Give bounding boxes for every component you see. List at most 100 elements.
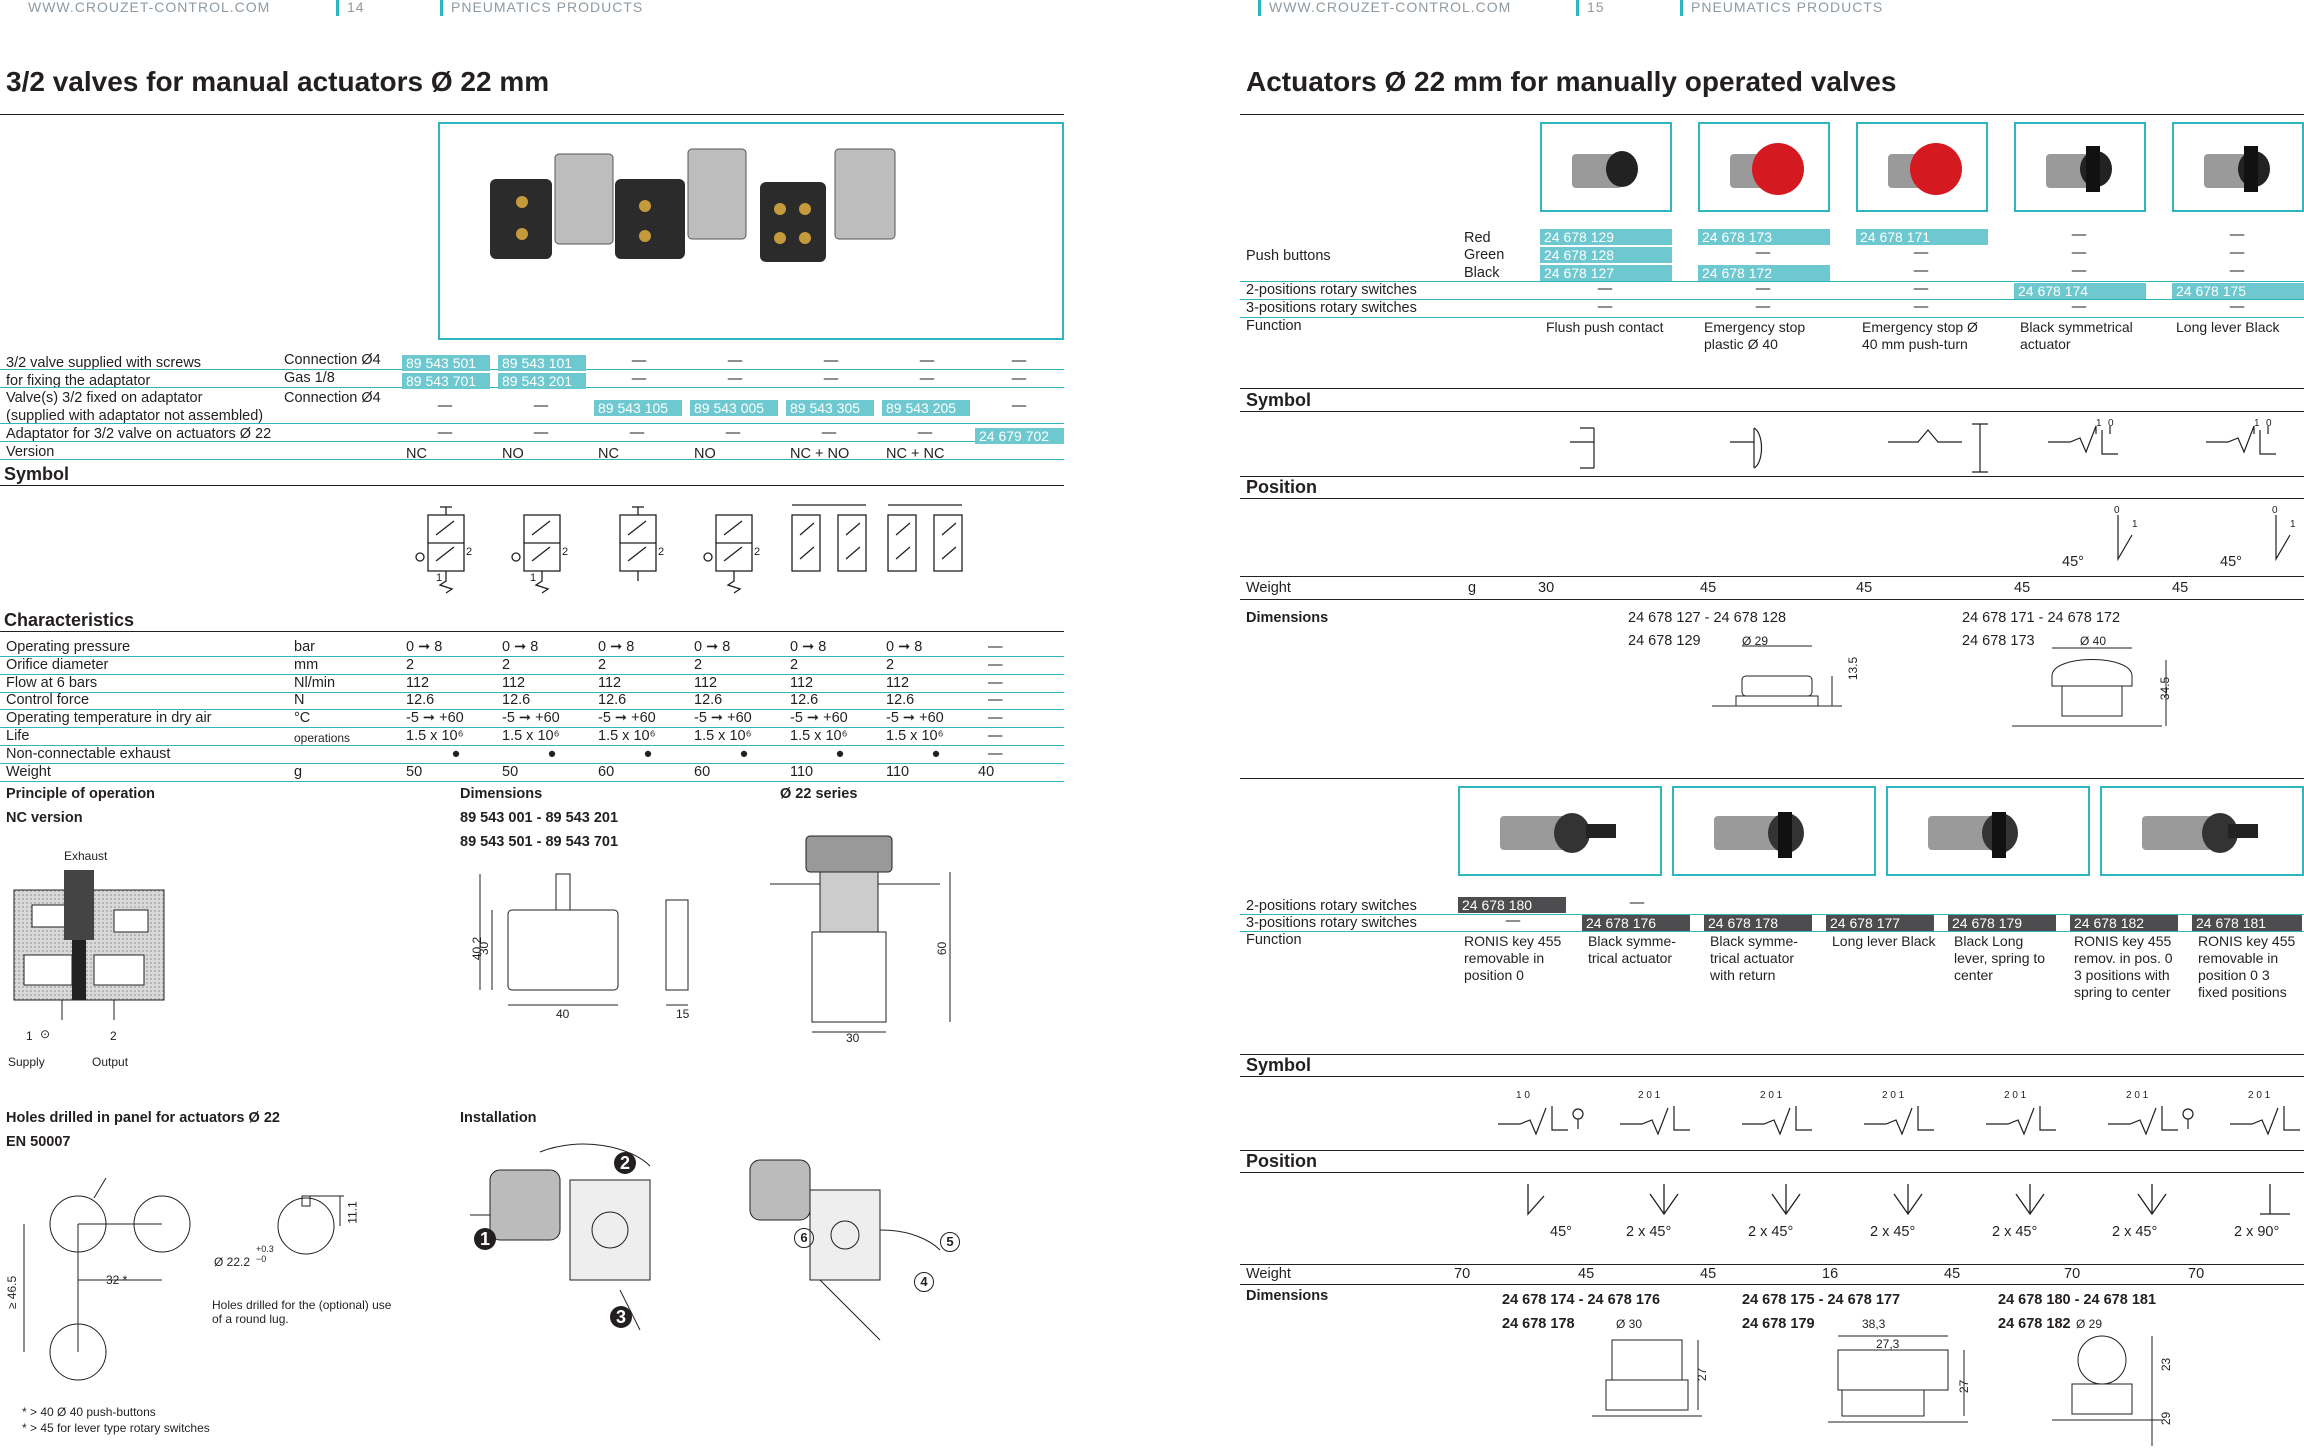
char-value: 0 ➞ 8 — [790, 639, 827, 655]
series-drawing — [770, 835, 951, 1033]
dash: — — [727, 353, 743, 369]
dim-29: Ø 29 — [2076, 1317, 2103, 1331]
char-value: ● — [451, 745, 461, 762]
output-label: Output — [92, 1055, 129, 1069]
dash: — — [919, 353, 935, 369]
dimension-drawing-a — [1712, 645, 1842, 707]
char-value: — — [988, 656, 1003, 673]
code-cell: 24 678 179 — [1948, 915, 2056, 931]
weight-unit: g — [1468, 580, 1477, 596]
char-value: 1.5 x 10⁶ — [406, 728, 464, 744]
code-cell: 24 678 182 — [2070, 915, 2178, 931]
row-label: Adaptator for 3/2 valve on actuators Ø 2… — [6, 426, 272, 442]
row-rule — [1240, 914, 2304, 915]
char-value: ● — [835, 745, 845, 762]
code-cell: 24 678 172 — [1698, 265, 1830, 281]
install-step-4: 4 — [914, 1272, 934, 1292]
dim-refs: 24 678 174 - 24 678 176 — [1502, 1292, 1661, 1308]
position-diagrams-bottom — [1527, 1184, 2290, 1216]
dim-27: 27 — [1695, 1367, 1710, 1382]
actuator-image — [1886, 786, 2090, 876]
position-value: 45° — [2062, 554, 2084, 570]
header-section: PNEUMATICS PRODUCTS — [440, 0, 643, 16]
dim-32: 32 * — [106, 1273, 128, 1287]
actuator-image — [1540, 122, 1672, 212]
dim-refs: 24 678 175 - 24 678 177 — [1742, 1292, 1901, 1308]
title-rule — [1240, 114, 2304, 115]
rule — [1240, 1150, 2304, 1151]
rule — [1240, 1076, 2304, 1077]
function-text: Long lever Black — [1832, 933, 1936, 949]
row-label: Valve(s) 3/2 fixed on adaptator — [6, 390, 203, 406]
row-rule — [0, 656, 1064, 657]
rule — [1240, 1264, 2304, 1265]
row-rule — [0, 745, 1064, 746]
svg-text:2: 2 — [466, 546, 472, 558]
version-cell: NC — [406, 446, 427, 462]
char-value: -5 ➞ +60 — [694, 710, 752, 727]
installation-drawing — [470, 1143, 941, 1341]
header-site: WWW.CROUZET-CONTROL.COM — [1258, 0, 1511, 16]
position-value: 2 x 45° — [1748, 1224, 1794, 1240]
principle-subtitle: NC version — [6, 810, 83, 826]
dim-11-1: 11.1 — [345, 1201, 360, 1224]
rule — [1240, 498, 2304, 499]
dash: — — [2229, 299, 2245, 315]
weight-label: Weight — [1246, 580, 1291, 596]
row-label: Connection Ø4 — [284, 390, 381, 406]
dash: — — [629, 425, 645, 441]
svg-text:2 0 1: 2 0 1 — [2248, 1090, 2271, 1101]
code-cell: 89 543 105 — [594, 400, 682, 416]
weight-value: 16 — [1822, 1266, 1839, 1282]
char-unit: mm — [294, 656, 319, 673]
char-value: — — [988, 674, 1003, 691]
left-page: WWW.CROUZET-CONTROL.COM 14 PNEUMATICS PR… — [0, 0, 1064, 1435]
row-rule — [0, 709, 1064, 711]
valves-illustration — [490, 148, 896, 262]
installation-title: Installation — [460, 1110, 537, 1126]
char-value: 12.6 — [886, 692, 915, 709]
exhaust-label: Exhaust — [64, 849, 108, 863]
function-text: Long lever Black — [2176, 319, 2280, 335]
page-title: 3/2 valves for manual actuators Ø 22 mm — [6, 66, 550, 97]
lug-hole-diagram — [277, 1195, 344, 1255]
svg-text:1: 1 — [436, 572, 442, 584]
dim-22-2: Ø 22.2 — [214, 1255, 251, 1269]
install-step-2: 2 — [614, 1152, 636, 1174]
char-unit: operations — [294, 731, 351, 745]
function-text: Black symmetrical actuator — [2020, 319, 2133, 352]
dash: — — [1913, 299, 1929, 315]
rot3-label: 3-positions rotary switches — [1246, 915, 1417, 931]
actuator-photo — [2204, 146, 2270, 192]
row-rule — [0, 780, 1064, 782]
char-value: 110 — [790, 763, 814, 780]
svg-text:2: 2 — [562, 546, 568, 558]
dash: — — [2071, 263, 2087, 279]
dimensions-refs: 89 543 501 - 89 543 701 — [460, 834, 619, 850]
char-value: 12.6 — [406, 692, 435, 709]
dimensions-title: Dimensions — [460, 786, 543, 802]
dash: — — [823, 371, 839, 387]
weight-label: Weight — [1246, 1266, 1291, 1282]
code-cell: 24 678 174 — [2014, 283, 2146, 299]
weight-value: 30 — [1538, 580, 1555, 596]
row-rule — [1240, 281, 2304, 282]
row-label: Version — [6, 444, 55, 460]
char-value: ● — [739, 745, 749, 762]
char-value: — — [988, 728, 1003, 744]
dimension-drawing-c — [1592, 1339, 1702, 1417]
weight-value: 70 — [2064, 1266, 2081, 1282]
svg-text:2 0 1: 2 0 1 — [2126, 1090, 2149, 1101]
holes-standard: EN 50007 — [6, 1134, 71, 1150]
rule — [1240, 576, 2304, 577]
char-value: ● — [643, 745, 653, 762]
char-value: 1.5 x 10⁶ — [502, 728, 560, 744]
dim-30: 30 — [477, 941, 492, 956]
position-value: 2 x 45° — [2112, 1224, 2158, 1240]
code-cell: 24 678 128 — [1540, 247, 1672, 263]
supply-number: 1 — [26, 1029, 33, 1043]
dim-34-5: 34.5 — [2158, 676, 2173, 701]
function-text: Emergency stop plastic Ø 40 — [1704, 319, 1806, 352]
char-value: 0 ➞ 8 — [406, 639, 443, 655]
